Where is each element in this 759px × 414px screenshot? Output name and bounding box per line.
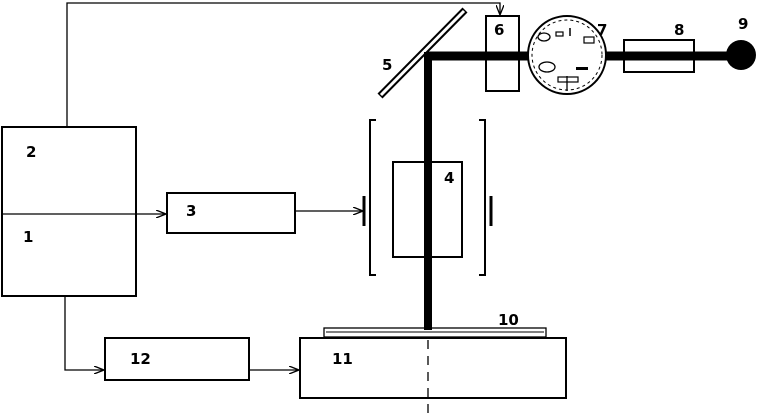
- disk-aperture-7: [557, 76, 579, 83]
- block-1-2: 2 1: [1, 126, 137, 297]
- label-10: 10: [498, 311, 519, 329]
- label-9: 9: [738, 15, 748, 33]
- label-11: 11: [332, 350, 353, 368]
- disk-aperture-4: [583, 36, 595, 44]
- label-6: 6: [494, 21, 504, 39]
- label-8: 8: [674, 21, 684, 39]
- expander-8: 8: [623, 21, 695, 73]
- block-11-rect: [299, 337, 567, 399]
- mirror-5: 5: [377, 7, 468, 99]
- label-1: 1: [23, 228, 33, 246]
- block-1-2-rect: [1, 126, 137, 297]
- block-3-rect: [166, 192, 296, 234]
- disk-aperture-2: [555, 31, 564, 37]
- label-7: 7: [597, 21, 607, 39]
- laser-source-9: 9: [726, 15, 756, 70]
- laser-beam: [424, 51, 740, 330]
- block-12-rect: [104, 337, 250, 381]
- disk-aperture-6: [576, 67, 588, 70]
- block-12: 12: [104, 337, 250, 381]
- label-12: 12: [130, 350, 151, 368]
- label-3: 3: [186, 202, 196, 220]
- label-4: 4: [444, 169, 454, 187]
- connector-2-to-6: [66, 2, 500, 127]
- chamber-left-wall: [369, 119, 376, 276]
- mirror-inner: [379, 9, 466, 97]
- block-11: 11: [299, 337, 567, 414]
- disk-aperture-1: [537, 32, 551, 42]
- chamber-right-wall: [479, 119, 486, 276]
- laser-source-9-circle: [726, 40, 756, 70]
- label-5: 5: [382, 56, 392, 74]
- connections: [64, 2, 500, 370]
- disk-aperture-5: [538, 61, 556, 73]
- disk-outline: [527, 15, 607, 95]
- modulator-6: 6: [485, 15, 520, 92]
- block-3: 3: [166, 192, 296, 234]
- label-2: 2: [26, 143, 36, 161]
- sample-plate-10: 10: [323, 311, 547, 338]
- mask-disk-7: 7: [527, 15, 607, 95]
- connector-1-to-12: [64, 296, 103, 370]
